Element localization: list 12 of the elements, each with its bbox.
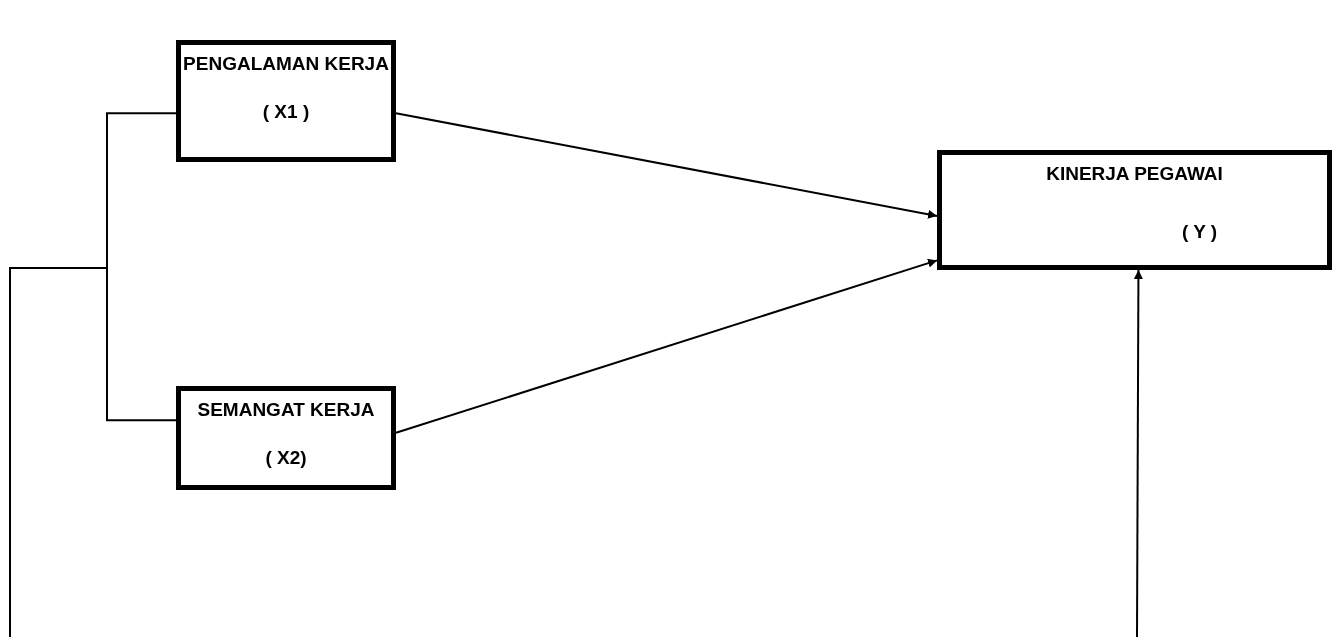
variable-symbol: ( X1 ) bbox=[261, 101, 311, 123]
variable-box bbox=[937, 150, 1332, 270]
variable-symbol: ( Y ) bbox=[1182, 221, 1218, 243]
arrow bbox=[395, 112, 938, 219]
variable-box bbox=[176, 40, 396, 162]
variable-box bbox=[176, 386, 396, 490]
arrow bbox=[395, 258, 938, 434]
variable-name: SEMANGAT KERJA bbox=[196, 399, 376, 421]
variable-name: PENGALAMAN KERJA bbox=[182, 53, 390, 75]
variable-symbol: ( X2) bbox=[264, 447, 308, 469]
arrow bbox=[1133, 269, 1143, 637]
variable-name: KINERJA PEGAWAI bbox=[1045, 163, 1224, 185]
